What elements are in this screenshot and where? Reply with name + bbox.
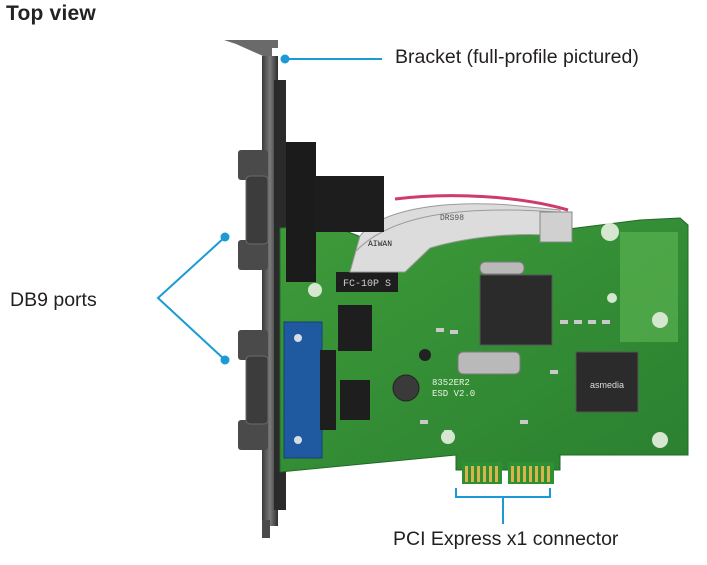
- db9-port-top: [238, 142, 384, 282]
- esd-marking: ESD V2.0: [432, 389, 475, 399]
- pcie-connector-label: PCI Express x1 connector: [393, 528, 619, 550]
- header-connector: FC-10P S DRS98 AIWAN: [336, 194, 573, 292]
- ic-2: [340, 380, 370, 420]
- main-chip: [479, 274, 553, 346]
- crystal-2: [479, 261, 525, 275]
- ic-1: [338, 305, 372, 351]
- callout-lines: [156, 54, 551, 524]
- bracket: [224, 40, 286, 538]
- db9-callout-line: [156, 236, 226, 361]
- crystal: [457, 351, 521, 375]
- pcie-connector: [462, 462, 554, 484]
- header-marking: FC-10P S: [343, 279, 391, 290]
- capacitor: [419, 349, 431, 361]
- db9-port-bottom: [238, 321, 336, 459]
- chip-brand: asmedia: [590, 380, 624, 390]
- db9-callout-dot-top: [220, 232, 230, 242]
- pcie-bracket-line: [455, 488, 551, 498]
- page-title: Top view: [6, 2, 96, 25]
- model-marking: 8352ER2: [432, 378, 470, 388]
- bracket-label: Bracket (full-profile pictured): [395, 46, 639, 68]
- made-in-print: AIWAN: [368, 240, 392, 249]
- cable-print: DRS98: [440, 214, 464, 223]
- bracket-callout-dot: [280, 54, 290, 64]
- db9-ports-label: DB9 ports: [10, 289, 97, 311]
- asmedia-chip: [575, 351, 639, 413]
- inductor: [392, 374, 420, 402]
- pcb-board: asmedia 8352ER2 ESD V2.0: [279, 217, 689, 484]
- db9-callout-dot-bottom: [220, 355, 230, 365]
